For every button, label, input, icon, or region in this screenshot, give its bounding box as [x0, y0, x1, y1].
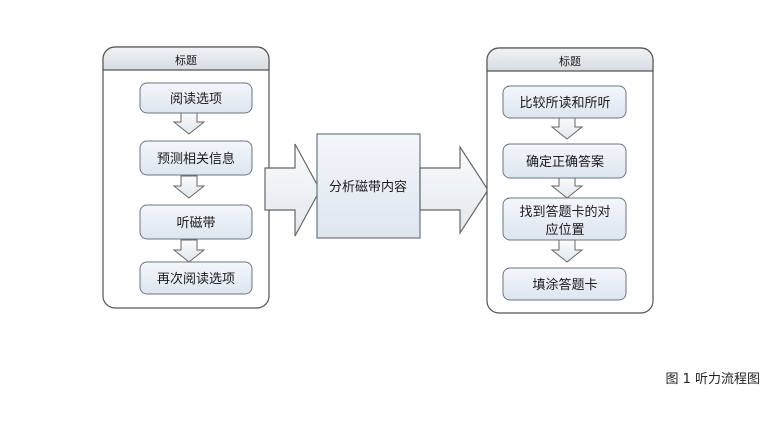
figure-caption: 图 1 听力流程图: [665, 372, 760, 387]
right-step-box: [502, 85, 627, 119]
right-panel: 标题 比较所读和所听 确定正确答案 找到答题卡的对 应位置 填涂答题卡: [486, 47, 654, 314]
left-panel-header: [102, 46, 270, 71]
right-down-arrow-1: [550, 116, 584, 140]
right-down-arrow-2: [550, 177, 584, 199]
left-step-box: [139, 204, 253, 240]
right-step-box: [502, 143, 627, 179]
right-panel-title: 标题: [559, 54, 581, 68]
left-panel-title: 标题: [175, 53, 197, 67]
right-step-label: 比较所读和所听: [519, 96, 610, 111]
right-step-label: 填涂答题卡: [532, 277, 597, 293]
right-panel-header: [486, 47, 654, 72]
left-step-label: 听磁带: [176, 216, 215, 231]
center-box: [316, 133, 421, 239]
right-step-label: 应位置: [545, 222, 584, 238]
center-label: 分析磁带内容: [329, 179, 407, 195]
left-step-box: [139, 140, 253, 176]
right-step-box: [502, 267, 627, 301]
right-step-box: [502, 197, 627, 241]
right-down-arrow-3: [550, 239, 584, 263]
left-down-arrow-1: [172, 111, 206, 135]
right-arrow-left: [264, 143, 321, 237]
left-down-arrow-2: [172, 175, 206, 199]
right-step-label: 确定正确答案: [526, 154, 604, 170]
left-step-label: 预测相关信息: [157, 151, 235, 167]
center-node: 分析磁带内容: [316, 133, 421, 239]
left-panel: 标题 阅读选项 预测相关信息 听磁带 再次阅读选项: [102, 46, 270, 309]
right-step-label: 找到答题卡的对: [519, 204, 610, 220]
right-arrow-right: [419, 144, 489, 236]
left-step-box: [139, 261, 253, 295]
left-step-box: [139, 82, 253, 114]
left-step-label: 再次阅读选项: [157, 271, 235, 287]
left-down-arrow-3: [172, 239, 206, 263]
left-step-label: 阅读选项: [170, 92, 222, 107]
